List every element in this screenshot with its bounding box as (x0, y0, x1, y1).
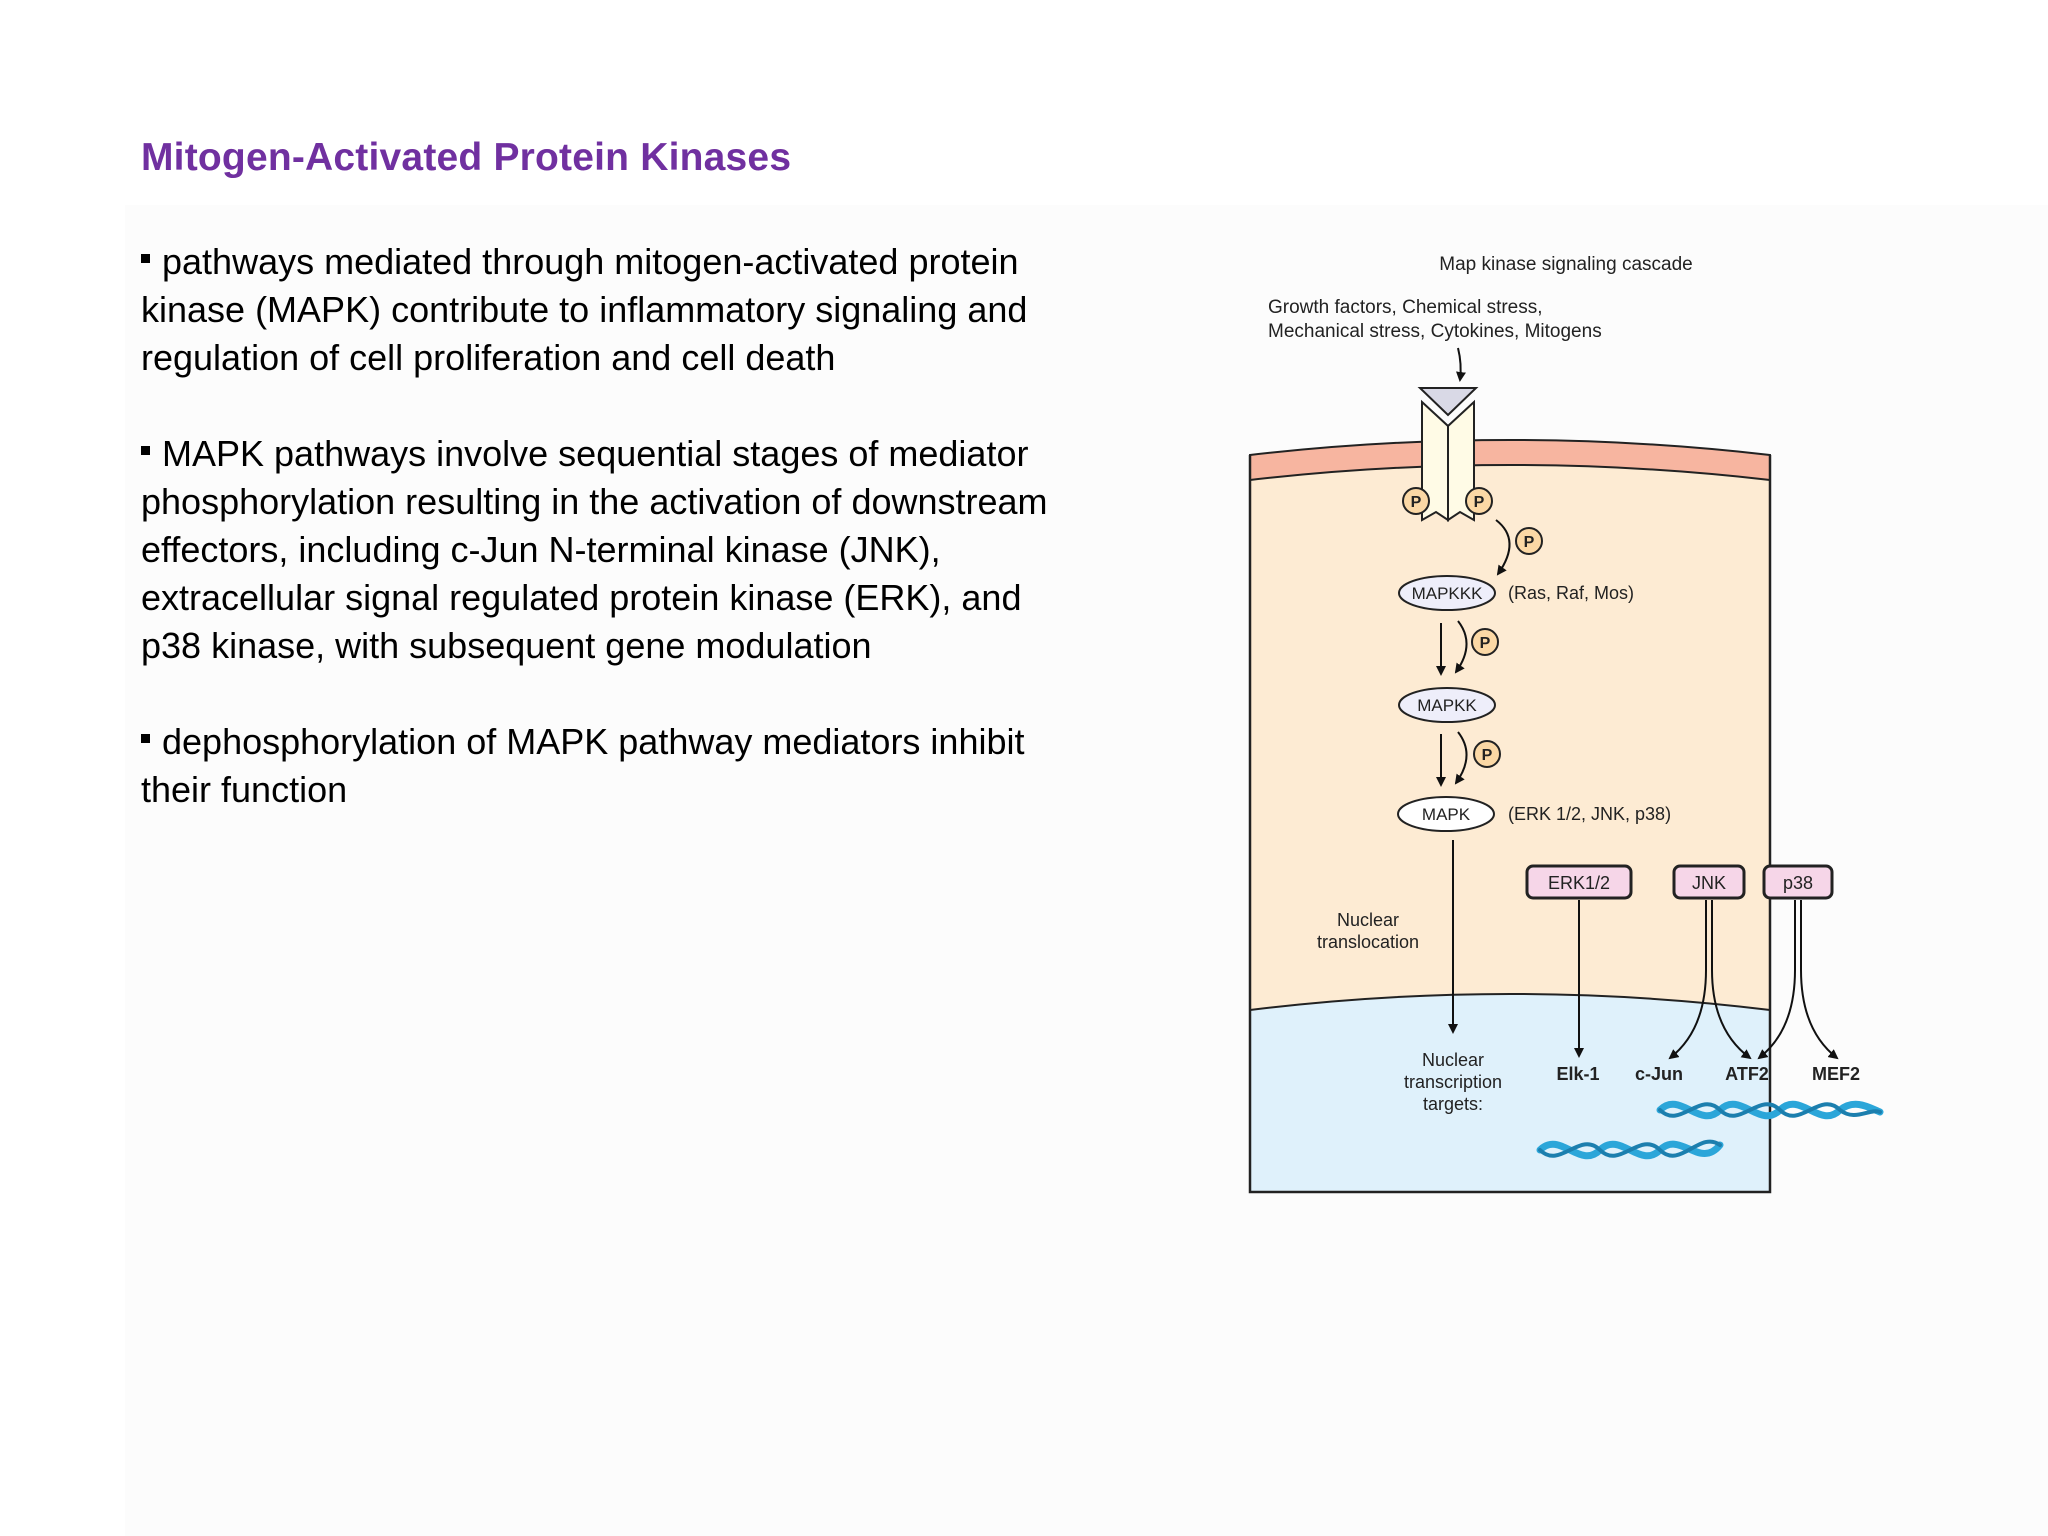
stimuli-text-line1: Growth factors, Chemical stress, (1268, 297, 1543, 318)
svg-text:P: P (1482, 747, 1493, 764)
cell-outline (1248, 455, 1772, 1194)
nuclear-membrane (1249, 993, 1771, 1011)
target-atf2: ATF2 (1725, 1064, 1769, 1084)
erk-label: ERK1/2 (1548, 873, 1610, 893)
svg-text:P: P (1474, 494, 1485, 511)
receptor-icon (1417, 387, 1479, 522)
bullet-item: dephosphorylation of MAPK pathway mediat… (141, 718, 1081, 814)
mapk-label: MAPK (1422, 805, 1471, 824)
mapk-cascade-diagram: Map kinase signaling cascade Growth fact… (1240, 240, 1940, 1205)
erk-box (1525, 864, 1633, 900)
mapkkk-label: MAPKKK (1412, 584, 1484, 603)
mapk-node (1397, 796, 1495, 832)
nucleus-region (1250, 994, 1770, 1192)
cytoplasm-region (1250, 440, 1770, 1010)
svg-text:P: P (1524, 534, 1535, 551)
jnk-label: JNK (1692, 873, 1726, 893)
diagram-title: Map kinase signaling cascade (1439, 254, 1693, 275)
p38-box (1762, 864, 1834, 900)
phosphate-icon: P (1515, 527, 1543, 555)
targets-label-line1: Nuclear (1422, 1050, 1484, 1070)
square-bullet-icon (141, 253, 150, 263)
targets-label-line2: transcription (1404, 1072, 1502, 1092)
jnk-arrow (1668, 900, 1707, 1060)
activation-arrow (1495, 519, 1511, 576)
mapk-examples: (ERK 1/2, JNK, p38) (1508, 804, 1671, 824)
square-bullet-icon (141, 733, 150, 743)
jnk-arrow (1711, 900, 1752, 1060)
slide-title: Mitogen-Activated Protein Kinases (141, 136, 792, 179)
svg-text:P: P (1411, 494, 1422, 511)
bullet-item: MAPK pathways involve sequential stages … (141, 430, 1081, 670)
target-cjun: c-Jun (1635, 1064, 1683, 1084)
square-bullet-icon (141, 445, 150, 455)
phosphate-icon: P (1402, 487, 1430, 515)
svg-text:P: P (1480, 635, 1491, 652)
translocation-label-line2: translocation (1317, 932, 1419, 952)
mapkkk-node (1398, 575, 1496, 611)
target-mef2: MEF2 (1812, 1064, 1860, 1084)
bullet-text: pathways mediated through mitogen-activa… (141, 241, 1028, 378)
stimulus-arrow (1456, 347, 1466, 382)
bullet-text: dephosphorylation of MAPK pathway mediat… (141, 721, 1025, 810)
mapkk-label: MAPKK (1417, 696, 1477, 715)
mapkkk-examples: (Ras, Raf, Mos) (1508, 583, 1634, 603)
stimuli-text-line2: Mechanical stress, Cytokines, Mitogens (1268, 321, 1602, 342)
phosphorylation-arrow (1454, 620, 1468, 674)
jnk-box (1672, 864, 1746, 900)
phosphate-icon: P (1473, 740, 1501, 768)
phosphorylation-arrow (1454, 731, 1468, 785)
dna-helix-icon (1536, 1100, 1884, 1160)
bullet-list: pathways mediated through mitogen-activa… (141, 238, 1081, 862)
mapkk-node (1398, 687, 1496, 723)
p38-label: p38 (1783, 873, 1813, 893)
phosphate-icon: P (1471, 628, 1499, 656)
bullet-item: pathways mediated through mitogen-activa… (141, 238, 1081, 382)
target-elk1: Elk-1 (1556, 1064, 1599, 1084)
p38-arrow (1757, 900, 1796, 1060)
p38-arrow (1800, 900, 1839, 1060)
translocation-label-line1: Nuclear (1337, 910, 1399, 930)
targets-label-line3: targets: (1423, 1094, 1483, 1114)
phosphate-icon: P (1465, 487, 1493, 515)
bullet-text: MAPK pathways involve sequential stages … (141, 433, 1048, 666)
